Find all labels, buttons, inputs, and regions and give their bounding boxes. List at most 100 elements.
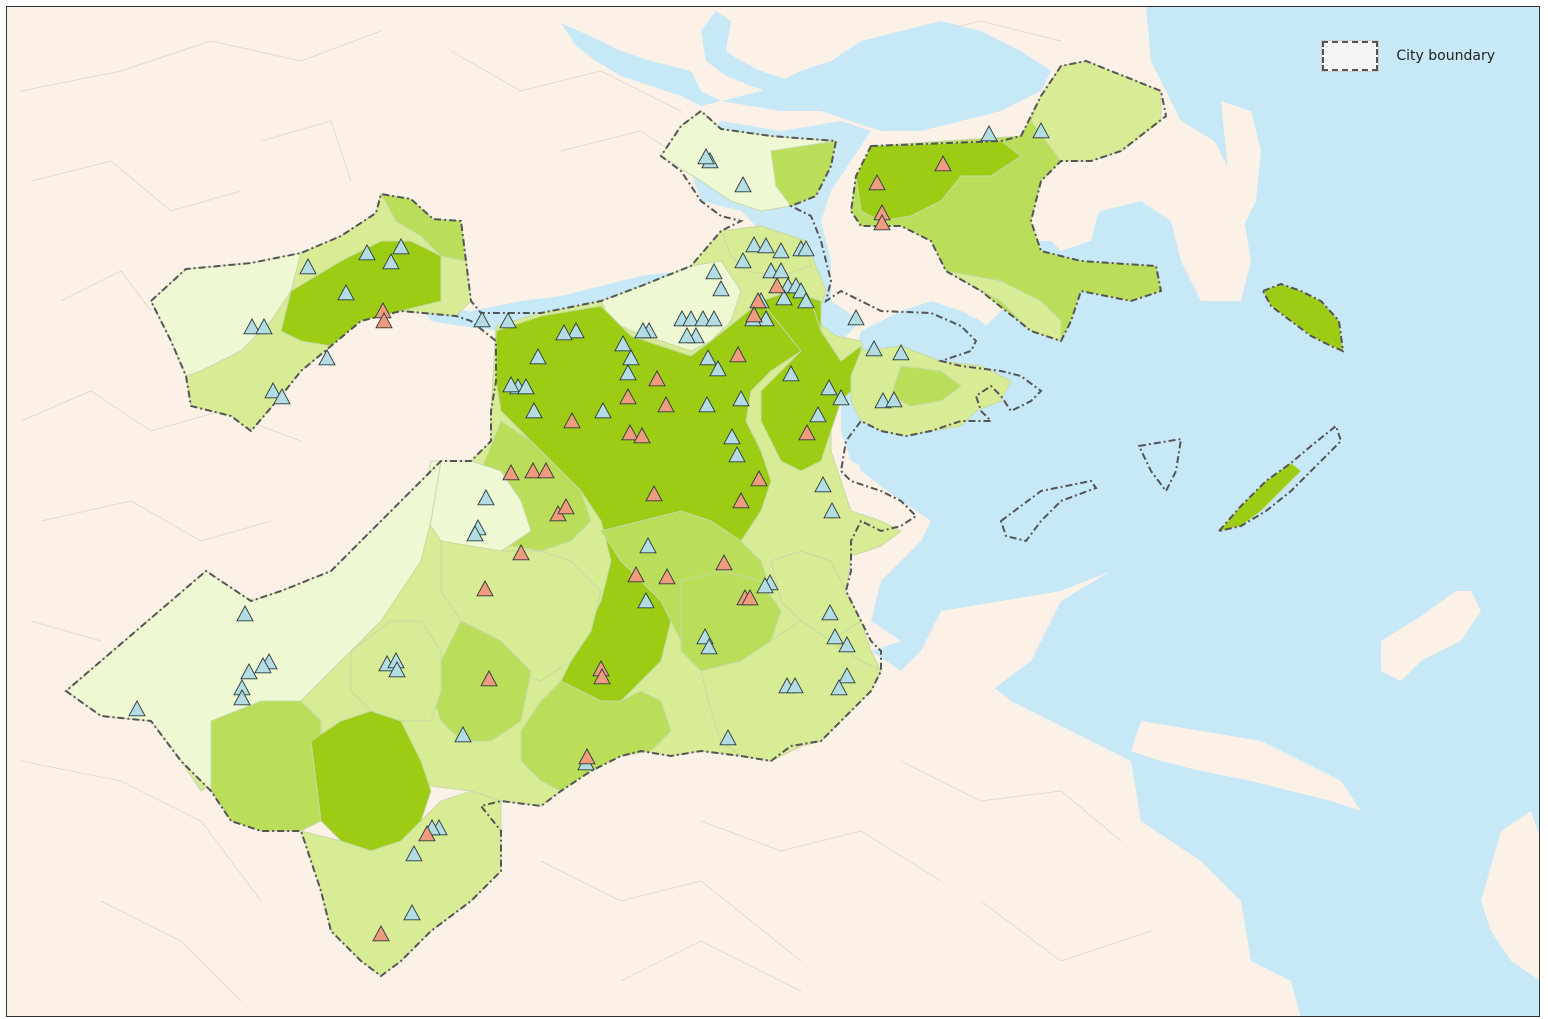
blue-triangle-marker[interactable] [820, 379, 838, 396]
blue-triangle-marker[interactable] [830, 679, 848, 696]
blue-triangle-marker[interactable] [838, 636, 856, 653]
blue-triangle-marker[interactable] [832, 389, 850, 406]
blue-triangle-marker[interactable] [745, 236, 763, 253]
blue-triangle-marker[interactable] [299, 258, 317, 275]
orange-triangle-marker[interactable] [715, 554, 733, 571]
blue-triangle-marker[interactable] [614, 335, 632, 352]
blue-triangle-marker[interactable] [821, 604, 839, 621]
blue-triangle-marker[interactable] [403, 904, 421, 921]
blue-triangle-marker[interactable] [757, 237, 775, 254]
blue-triangle-marker[interactable] [775, 289, 793, 306]
blue-triangle-marker[interactable] [594, 402, 612, 419]
orange-triangle-marker[interactable] [537, 462, 555, 479]
orange-triangle-marker[interactable] [619, 388, 637, 405]
blue-triangle-marker[interactable] [732, 390, 750, 407]
blue-triangle-marker[interactable] [772, 242, 790, 259]
orange-triangle-marker[interactable] [648, 370, 666, 387]
blue-triangle-marker[interactable] [734, 252, 752, 269]
blue-triangle-marker[interactable] [466, 525, 484, 542]
blue-triangle-marker[interactable] [233, 689, 251, 706]
orange-triangle-marker[interactable] [502, 464, 520, 481]
orange-triangle-marker[interactable] [593, 668, 611, 685]
blue-triangle-marker[interactable] [734, 176, 752, 193]
orange-triangle-marker[interactable] [934, 155, 952, 172]
blue-triangle-marker[interactable] [809, 406, 827, 423]
blue-triangle-marker[interactable] [128, 700, 146, 717]
blue-triangle-marker[interactable] [273, 388, 291, 405]
orange-triangle-marker[interactable] [645, 485, 663, 502]
orange-triangle-marker[interactable] [480, 670, 498, 687]
orange-triangle-marker[interactable] [524, 462, 542, 479]
blue-triangle-marker[interactable] [254, 657, 272, 674]
blue-triangle-marker[interactable] [885, 391, 903, 408]
blue-triangle-marker[interactable] [619, 364, 637, 381]
orange-triangle-marker[interactable] [627, 566, 645, 583]
blue-triangle-marker[interactable] [382, 253, 400, 270]
blue-triangle-marker[interactable] [358, 244, 376, 261]
blue-triangle-marker[interactable] [694, 310, 712, 327]
blue-triangle-marker[interactable] [473, 311, 491, 328]
blue-triangle-marker[interactable] [1032, 122, 1050, 139]
blue-triangle-marker[interactable] [980, 125, 998, 142]
orange-triangle-marker[interactable] [476, 580, 494, 597]
blue-triangle-marker[interactable] [529, 348, 547, 365]
blue-triangle-marker[interactable] [847, 309, 865, 326]
blue-triangle-marker[interactable] [865, 340, 883, 357]
blue-triangle-marker[interactable] [786, 677, 804, 694]
blue-triangle-marker[interactable] [499, 312, 517, 329]
blue-triangle-marker[interactable] [728, 446, 746, 463]
orange-triangle-marker[interactable] [633, 427, 651, 444]
blue-triangle-marker[interactable] [723, 428, 741, 445]
blue-triangle-marker[interactable] [814, 476, 832, 493]
orange-triangle-marker[interactable] [745, 306, 763, 323]
orange-triangle-marker[interactable] [741, 589, 759, 606]
blue-triangle-marker[interactable] [705, 263, 723, 280]
blue-triangle-marker[interactable] [772, 262, 790, 279]
blue-triangle-marker[interactable] [318, 349, 336, 366]
blue-triangle-marker[interactable] [797, 240, 815, 257]
orange-triangle-marker[interactable] [749, 292, 767, 309]
orange-triangle-marker[interactable] [873, 214, 891, 231]
map-canvas[interactable] [7, 7, 1540, 1017]
blue-triangle-marker[interactable] [255, 318, 273, 335]
orange-triangle-marker[interactable] [578, 748, 596, 765]
blue-triangle-marker[interactable] [826, 628, 844, 645]
blue-triangle-marker[interactable] [264, 382, 282, 399]
blue-triangle-marker[interactable] [243, 318, 261, 335]
blue-triangle-marker[interactable] [517, 378, 535, 395]
orange-triangle-marker[interactable] [557, 498, 575, 515]
orange-triangle-marker[interactable] [621, 424, 639, 441]
map-frame[interactable]: City boundary [6, 6, 1540, 1017]
blue-triangle-marker[interactable] [525, 402, 543, 419]
orange-triangle-marker[interactable] [658, 568, 676, 585]
blue-triangle-marker[interactable] [782, 365, 800, 382]
orange-triangle-marker[interactable] [372, 925, 390, 942]
orange-triangle-marker[interactable] [418, 825, 436, 842]
blue-triangle-marker[interactable] [236, 605, 254, 622]
blue-triangle-marker[interactable] [678, 327, 696, 344]
blue-triangle-marker[interactable] [892, 344, 910, 361]
blue-triangle-marker[interactable] [699, 349, 717, 366]
blue-triangle-marker[interactable] [709, 360, 727, 377]
blue-triangle-marker[interactable] [567, 322, 585, 339]
blue-triangle-marker[interactable] [719, 729, 737, 746]
orange-triangle-marker[interactable] [729, 346, 747, 363]
blue-triangle-marker[interactable] [838, 667, 856, 684]
blue-triangle-marker[interactable] [698, 396, 716, 413]
blue-triangle-marker[interactable] [756, 577, 774, 594]
blue-triangle-marker[interactable] [823, 502, 841, 519]
orange-triangle-marker[interactable] [375, 312, 393, 329]
blue-triangle-marker[interactable] [634, 322, 652, 339]
blue-triangle-marker[interactable] [700, 638, 718, 655]
blue-triangle-marker[interactable] [682, 310, 700, 327]
blue-triangle-marker[interactable] [454, 726, 472, 743]
orange-triangle-marker[interactable] [768, 277, 786, 294]
blue-triangle-marker[interactable] [797, 292, 815, 309]
orange-triangle-marker[interactable] [868, 174, 886, 191]
orange-triangle-marker[interactable] [798, 424, 816, 441]
blue-triangle-marker[interactable] [388, 661, 406, 678]
orange-triangle-marker[interactable] [563, 412, 581, 429]
blue-triangle-marker[interactable] [477, 489, 495, 506]
blue-triangle-marker[interactable] [502, 376, 520, 393]
blue-triangle-marker[interactable] [622, 349, 640, 366]
